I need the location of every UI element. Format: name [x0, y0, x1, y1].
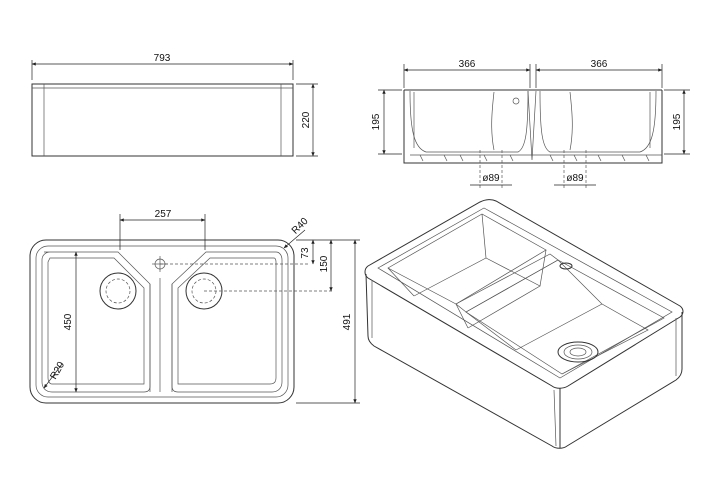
outer-radius-label: R40: [290, 216, 311, 237]
waste-offset-label: 150: [319, 255, 330, 272]
front-width-label: 793: [154, 53, 171, 64]
isometric-view: [364, 199, 684, 449]
bowl-length-label: 450: [63, 313, 74, 330]
plan-view: 257 R40 73 150 491 450 R20: [29, 209, 360, 404]
inner-radius-label: R20: [48, 360, 67, 382]
right-waste-label: ø89: [566, 173, 584, 184]
left-waste-label: ø89: [482, 173, 500, 184]
side-section-view: 366 366 195 195 ø89 ø89: [371, 59, 690, 190]
overall-depth-label: 491: [342, 313, 353, 330]
left-bowl-width-label: 366: [459, 59, 476, 70]
right-bowl-width-label: 366: [591, 59, 608, 70]
front-view: 793 220: [31, 53, 318, 157]
right-depth-label: 195: [672, 113, 683, 130]
tap-offset-label: 73: [300, 247, 311, 259]
plan-bowl-width-label: 257: [155, 209, 172, 220]
front-height-label: 220: [301, 111, 312, 128]
left-depth-label: 195: [371, 113, 382, 130]
